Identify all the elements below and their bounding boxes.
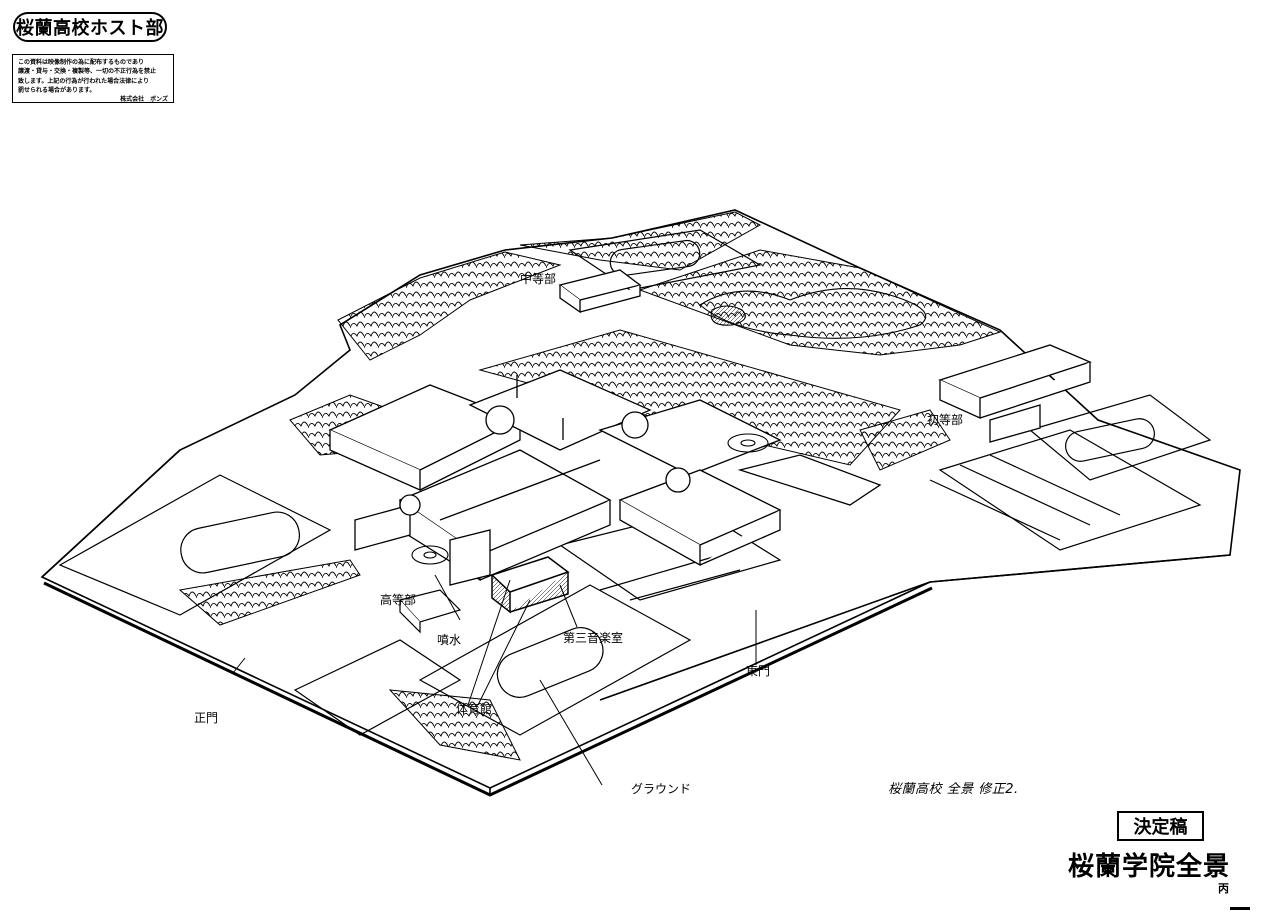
confidentiality-notice: この資料は映像制作の為に配布するものであり 譲渡・貸与・交換・複製等、一切の不正… <box>12 54 174 103</box>
page-mark: 丙 <box>1218 882 1229 895</box>
corner-bar <box>1230 907 1250 910</box>
sheet-title: 桜蘭学院全景 <box>1068 852 1231 882</box>
notice-company: 株式会社 ボンズ <box>120 95 168 103</box>
high-school-annex <box>398 589 462 634</box>
tree-belts <box>178 211 1002 761</box>
handwritten-note: 桜蘭高校 全景 修正2. <box>888 782 1019 797</box>
garden-area <box>411 288 927 565</box>
label-high-school: 高等部 <box>380 592 416 607</box>
label-music-room: 第三音楽室 <box>563 630 623 645</box>
gymnasium-building <box>490 556 570 614</box>
notice-line: 譲渡・貸与・交換・複製等、一切の不正行為を禁止 <box>18 68 157 76</box>
leader-lines <box>232 574 757 786</box>
label-main-gate: 正門 <box>194 711 218 725</box>
label-ground: グラウンド <box>631 782 691 796</box>
campus-ground <box>40 209 1241 797</box>
notice-line: 罰せられる場合があります。 <box>18 87 96 95</box>
school-buildings <box>328 369 882 586</box>
label-fountain: 噴水 <box>437 633 461 647</box>
label-elementary: 初等部 <box>927 412 963 427</box>
sports-fields <box>58 229 1212 736</box>
label-middle-school: 中等部 <box>520 271 556 286</box>
status-stamp: 決定稿 <box>1117 811 1204 841</box>
title-badge: 桜蘭高校ホスト部 <box>13 12 167 42</box>
notice-line: この資料は映像制作の為に配布するものであり <box>18 59 144 66</box>
outer-buildings <box>558 269 1092 443</box>
notice-line: 致します。上記の行為が行われた場合法律により <box>18 77 149 85</box>
label-east-gate: 東門 <box>746 664 770 678</box>
label-gymnasium: 体育館 <box>456 701 492 716</box>
